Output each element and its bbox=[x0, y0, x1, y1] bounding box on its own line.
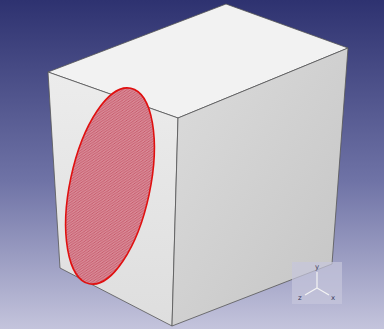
cube-right-face bbox=[172, 48, 348, 326]
triad-box bbox=[292, 262, 342, 304]
axis-letter: z bbox=[298, 294, 302, 302]
axis-letter: x bbox=[331, 294, 335, 302]
axis-triad bbox=[305, 272, 329, 295]
cube-left-face bbox=[48, 72, 178, 326]
axis-letter: y bbox=[315, 263, 319, 271]
selected-circle-face bbox=[50, 80, 170, 292]
